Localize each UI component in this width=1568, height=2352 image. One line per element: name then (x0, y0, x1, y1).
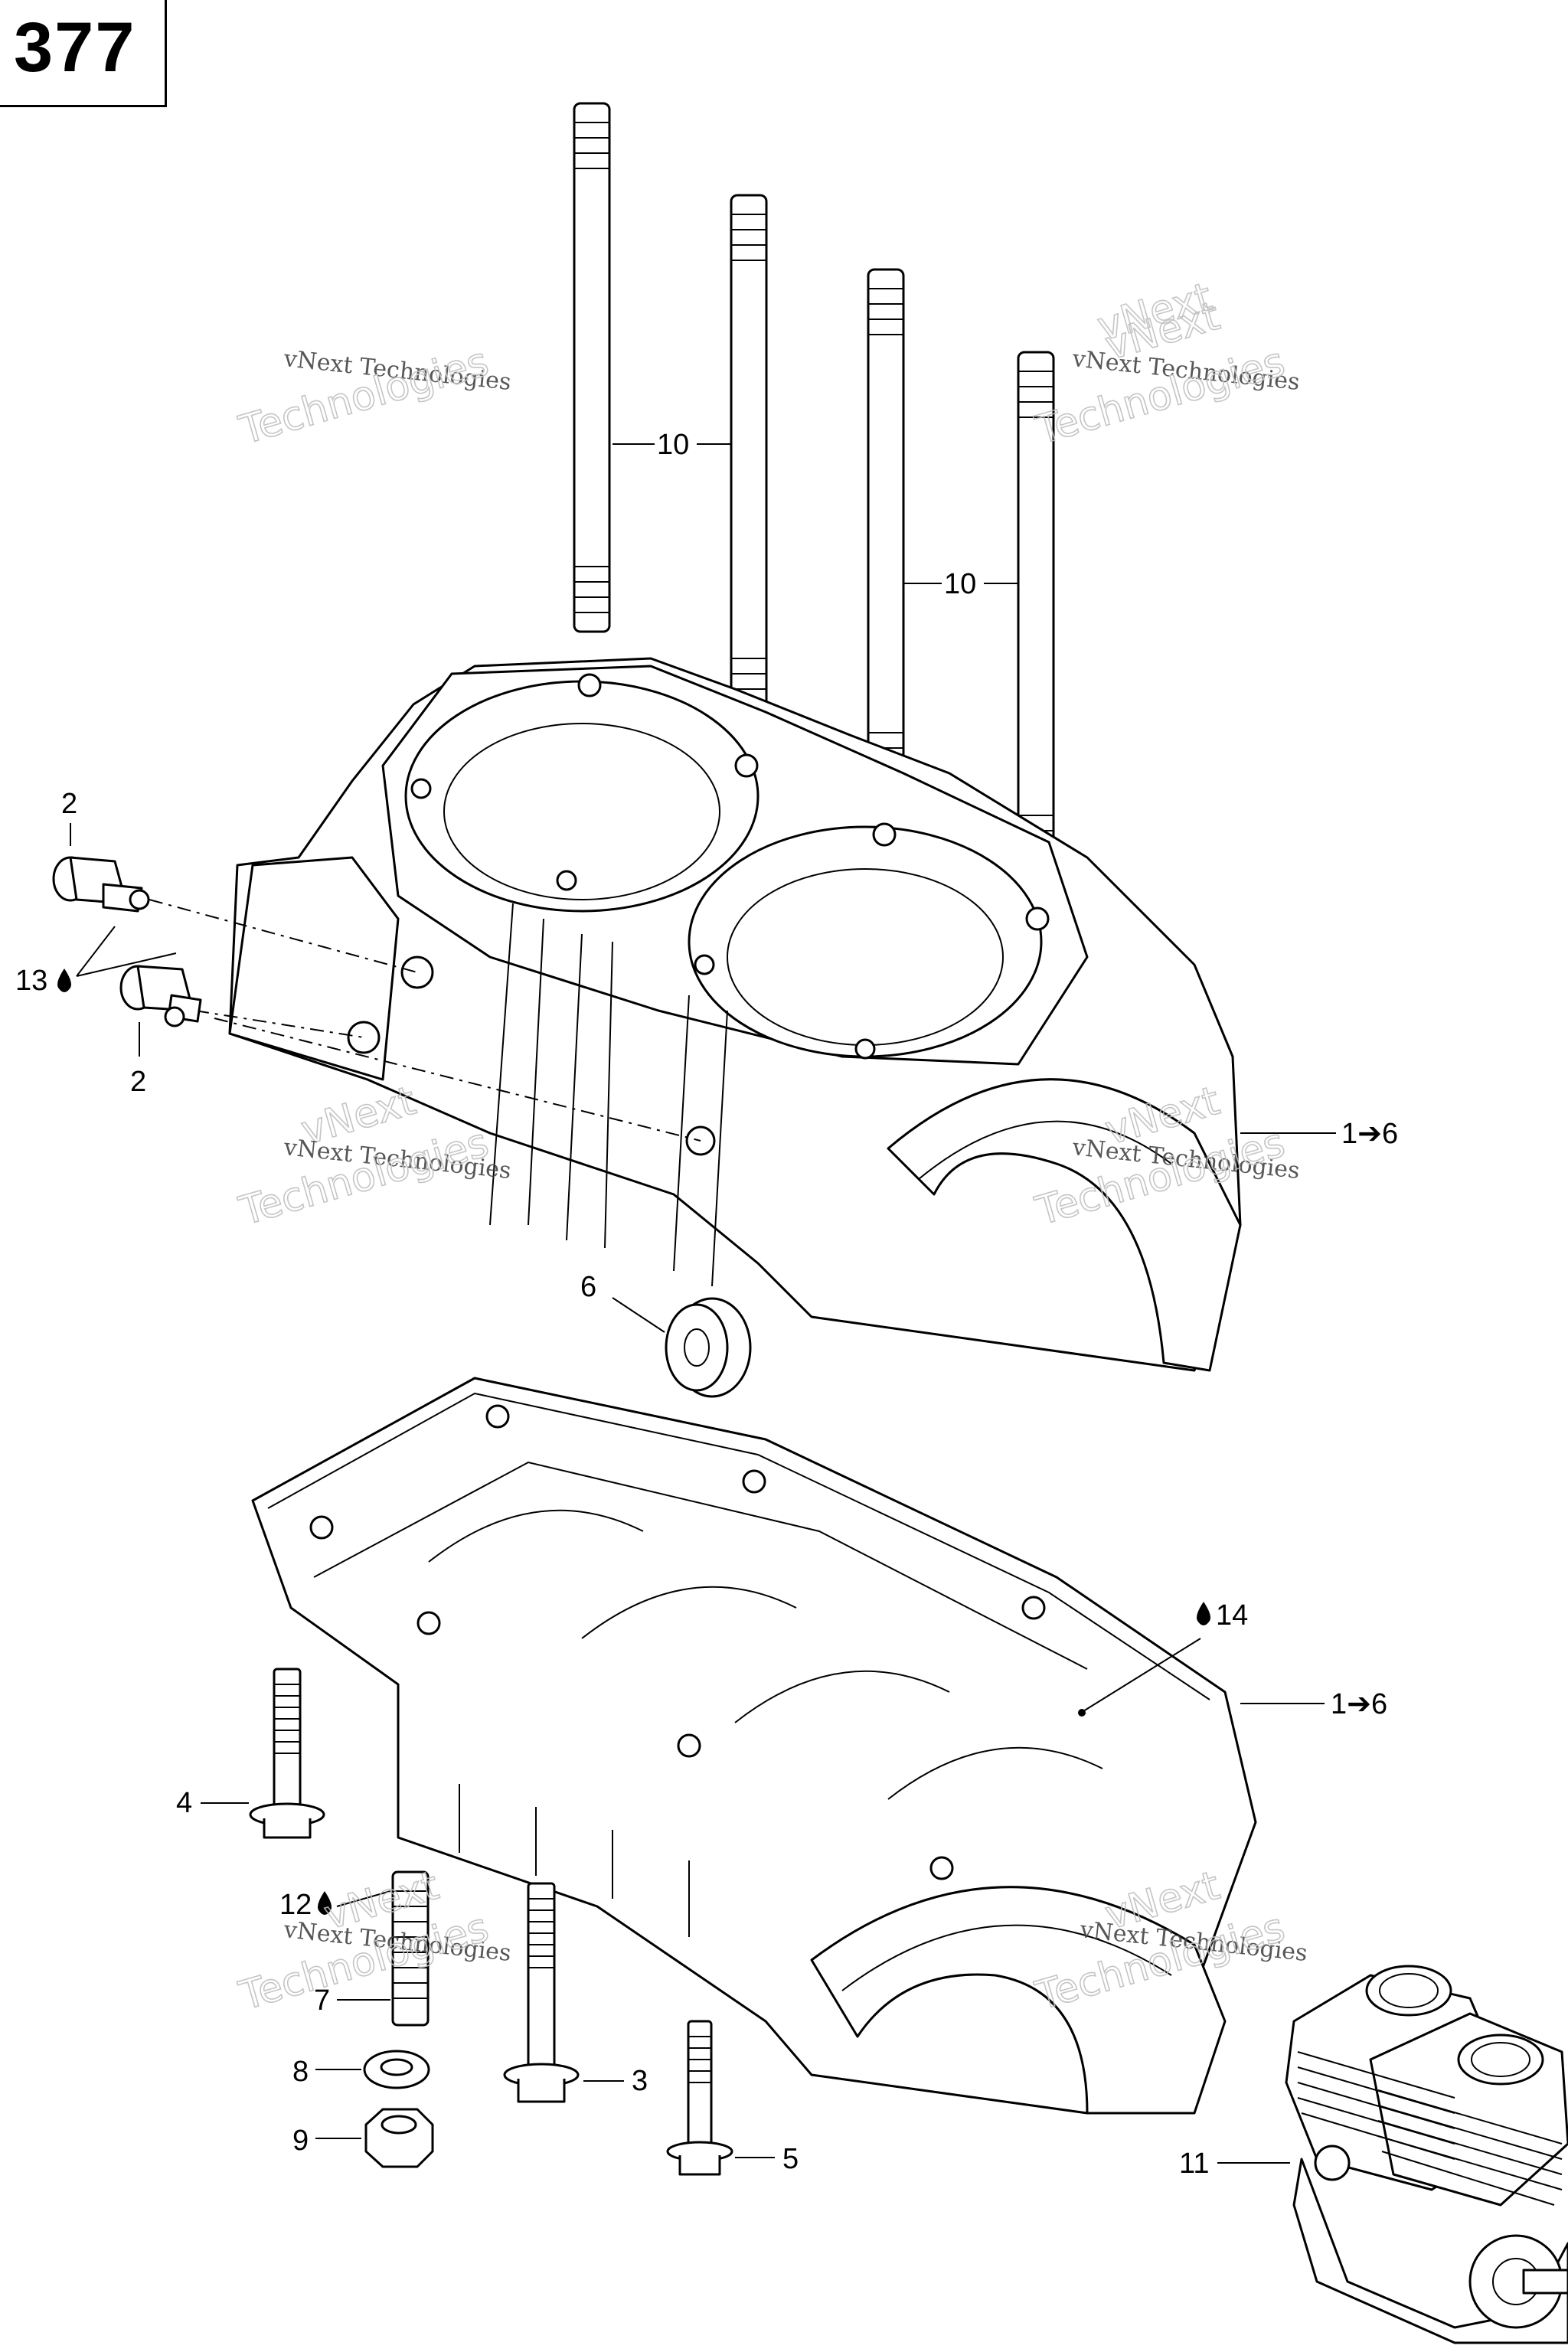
cylinder-stud-2 (730, 194, 768, 725)
cylinder-stud-3 (867, 268, 905, 799)
callout-8: 8 (292, 2056, 309, 2088)
fitting-upper (52, 856, 150, 913)
callout-5: 5 (782, 2143, 799, 2175)
lower-crankcase-half (251, 1377, 1257, 2115)
leader-14-dot (1078, 1709, 1086, 1717)
stud-7 (391, 1870, 430, 2027)
callout-10b: 10 (944, 568, 976, 600)
callout-14: 14 (1216, 1599, 1248, 1632)
callout-6: 6 (580, 1271, 596, 1303)
callout-11: 11 (1179, 2148, 1209, 2180)
flanged-screw-3 (503, 1882, 580, 2103)
upper-crankcase-half (228, 657, 1242, 1372)
lock-washer-8 (363, 2050, 430, 2089)
fitting-lower (119, 965, 202, 1027)
callout-1to6b: 1➔6 (1331, 1688, 1387, 1720)
oil-drop-icon-12 (318, 1891, 332, 1915)
callout-3: 3 (632, 2065, 648, 2097)
leader-13 (76, 926, 177, 977)
callout-4: 4 (176, 1787, 192, 1819)
watermark-2: vNext vNext Technologies Technologies (1030, 292, 1301, 454)
callout-12: 12 (279, 1889, 312, 1921)
leader-12 (336, 1890, 391, 1907)
assembly-line-1 (149, 899, 418, 973)
crankshaft-seal (665, 1297, 752, 1398)
page-number-box: 377 (0, 0, 167, 107)
callout-9: 9 (292, 2125, 309, 2157)
cylinder-stud-1 (573, 102, 611, 633)
callout-2a: 2 (61, 788, 77, 820)
page-number: 377 (14, 8, 136, 87)
leader-14 (1083, 1638, 1201, 1712)
leader-6 (612, 1297, 665, 1333)
oil-drop-icon-13 (57, 969, 71, 992)
watermark-5: vNext vNext Technologies Technologies (234, 1862, 512, 2020)
flanged-screw-4 (249, 1668, 325, 1839)
flanged-screw-5 (666, 2020, 733, 2176)
hex-nut-9 (364, 2108, 434, 2168)
engine-assembly-11 (1285, 1965, 1568, 2344)
callout-13: 13 (15, 965, 47, 997)
oil-drop-icon-14 (1197, 1602, 1210, 1625)
assembly-line-3 (214, 1018, 701, 1142)
callout-7: 7 (314, 1984, 330, 2017)
callout-1to6a: 1➔6 (1341, 1118, 1398, 1150)
callout-2b: 2 (130, 1066, 146, 1098)
callout-10a: 10 (657, 429, 689, 461)
